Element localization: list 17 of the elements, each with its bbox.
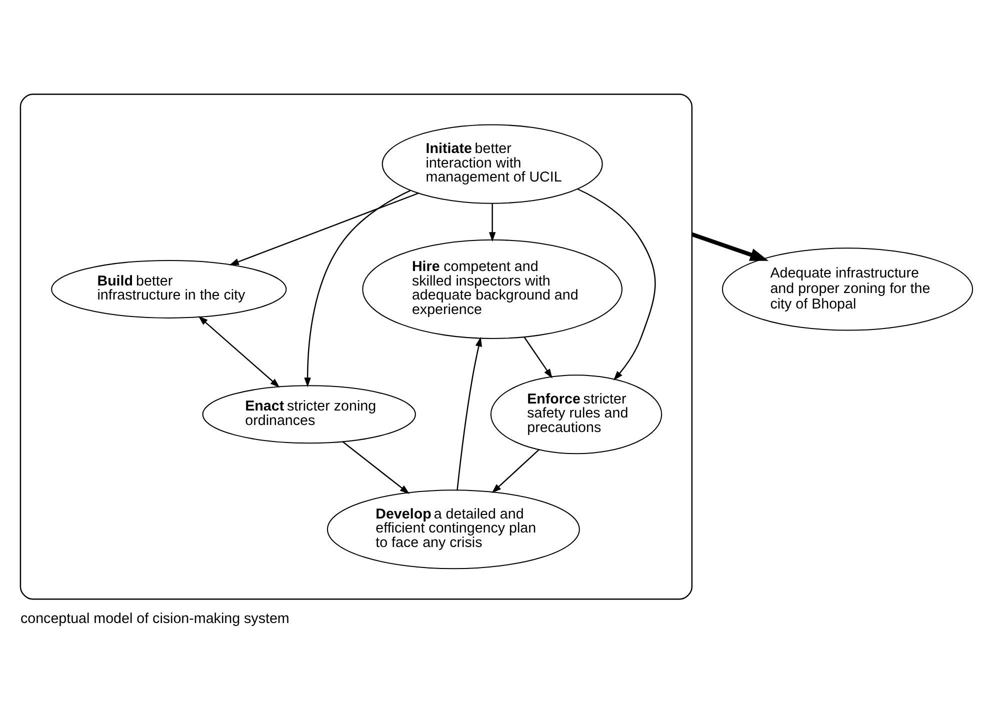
arrow (198, 316, 280, 388)
cluster (20, 93, 693, 600)
arrow (691, 232, 769, 260)
node-ellipse: Initiate better interaction with management of UCIL (382, 124, 603, 204)
arrow (488, 202, 496, 242)
arrow (342, 440, 410, 494)
arrow (304, 189, 411, 387)
arrow (492, 448, 540, 493)
node-ellipse: Develop a detailed and efficient contingency plan to face any crisis (326, 489, 580, 569)
node-ellipse: Enforce stricter safety rules and precautions (490, 374, 662, 454)
arrow (229, 192, 419, 265)
node-ellipse: Hire competent and skilled inspectors with adequate background and experience (362, 238, 622, 339)
arrow (456, 336, 482, 490)
node-ellipse: Enact stricter zoning ordinances (202, 384, 416, 444)
arrow (577, 188, 656, 380)
caption: conceptual model of cision-making system (20, 610, 290, 626)
arrow (524, 336, 552, 378)
